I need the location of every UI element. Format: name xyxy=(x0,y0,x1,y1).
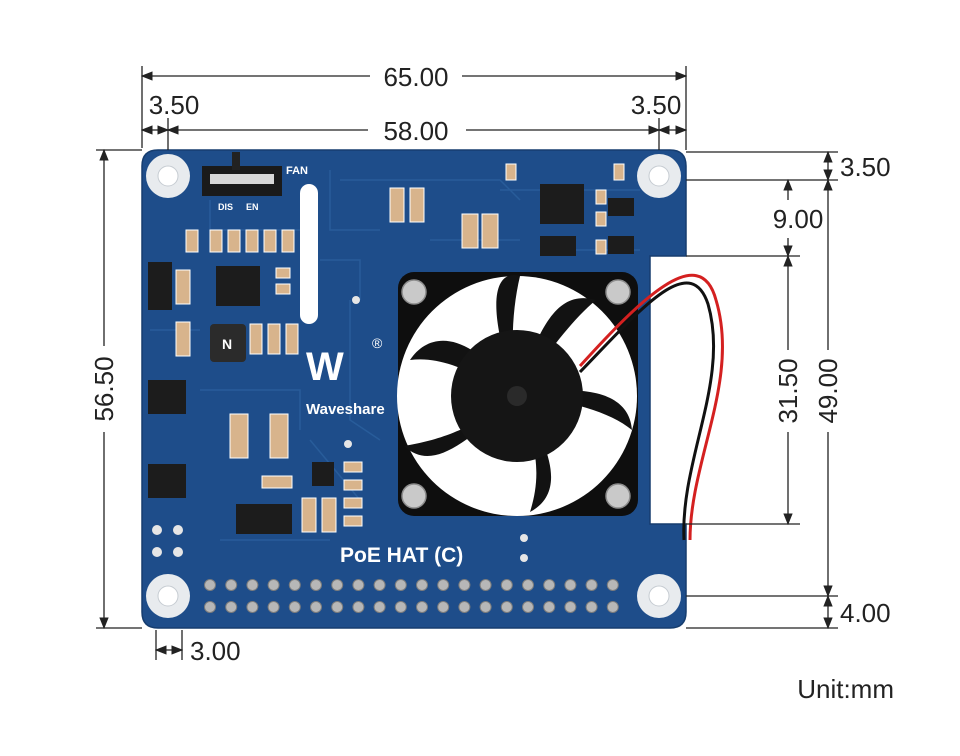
dim-bottom-hole-inset: 4.00 xyxy=(840,598,891,628)
inductor-label: N xyxy=(222,336,232,352)
dim-bottom-left-offset: 3.00 xyxy=(190,636,241,666)
board-slot xyxy=(300,184,318,324)
dim-cutout-offset: 9.00 xyxy=(773,204,824,234)
dim-hole-inset-left: 3.50 xyxy=(149,90,200,120)
registered-mark: ® xyxy=(372,335,383,351)
logo-mark: W xyxy=(306,345,344,389)
fan-switch: FAN DIS EN xyxy=(202,152,308,212)
gpio-pin xyxy=(543,601,556,613)
gpio-pin xyxy=(352,601,365,613)
gpio-pin xyxy=(522,579,534,591)
fan-wires xyxy=(578,273,724,541)
gpio-header xyxy=(204,579,619,613)
gpio-pin xyxy=(585,579,598,591)
pcb-board: FAN DIS EN N xyxy=(141,149,724,629)
gpio-pin xyxy=(204,601,216,613)
fan-screws xyxy=(401,279,631,509)
gpio-pin xyxy=(394,601,407,613)
gpio-pin xyxy=(246,601,259,613)
test-pads xyxy=(152,296,528,562)
gpio-pin xyxy=(225,601,238,613)
gpio-pin xyxy=(204,579,216,591)
gpio-pin xyxy=(585,601,598,613)
gpio-pin xyxy=(267,579,280,591)
dimension-labels: 65.00 3.50 3.50 58.00 56.50 3.50 9.00 31… xyxy=(89,62,894,704)
switch-dis-label: DIS xyxy=(218,202,233,212)
gpio-pin xyxy=(606,601,619,613)
gpio-pin xyxy=(288,601,301,613)
gpio-pin xyxy=(416,579,428,591)
fan-label: FAN xyxy=(286,165,308,177)
gpio-pin xyxy=(352,579,365,591)
ic-chips xyxy=(148,184,634,534)
gpio-pin xyxy=(437,601,450,613)
inductor: N xyxy=(210,324,246,362)
gpio-pin xyxy=(458,579,471,591)
gpio-pin xyxy=(288,579,301,591)
gpio-pin xyxy=(479,579,492,591)
gpio-pin xyxy=(225,579,238,591)
mounting-hole-bottom-right xyxy=(637,574,681,618)
dim-hole-spacing: 58.00 xyxy=(383,116,448,146)
dim-top-hole-inset: 3.50 xyxy=(840,152,891,182)
gpio-pin xyxy=(500,579,513,591)
mounting-hole-bottom-left xyxy=(146,574,190,618)
gpio-pin xyxy=(373,601,386,613)
gpio-pin xyxy=(331,601,344,613)
gpio-pin xyxy=(564,579,577,591)
dimension-lines xyxy=(96,66,838,660)
gpio-pin xyxy=(310,579,322,591)
gpio-pin xyxy=(500,601,513,613)
waveshare-logo: W ® Waveshare xyxy=(306,335,385,418)
brand-label: Waveshare xyxy=(306,401,385,418)
dim-board-height: 56.50 xyxy=(89,356,119,421)
dim-hole-inset-right: 3.50 xyxy=(631,90,682,120)
board-name-label: PoE HAT (C) xyxy=(340,544,463,567)
gpio-pin xyxy=(479,601,492,613)
mounting-hole-top-left xyxy=(146,154,190,198)
passive-components xyxy=(175,163,625,533)
gpio-pin xyxy=(267,601,280,613)
gpio-pin xyxy=(246,579,259,591)
mounting-hole-top-right xyxy=(637,154,681,198)
gpio-pin xyxy=(543,579,556,591)
gpio-pin xyxy=(437,579,450,591)
gpio-pin xyxy=(522,601,534,613)
dim-total-width: 65.00 xyxy=(383,62,448,92)
switch-en-label: EN xyxy=(246,202,259,212)
gpio-pin xyxy=(394,579,407,591)
gpio-pin xyxy=(606,579,619,591)
gpio-pin xyxy=(458,601,471,613)
gpio-pin xyxy=(310,601,322,613)
gpio-pin xyxy=(373,579,386,591)
unit-label: Unit:mm xyxy=(797,674,894,704)
gpio-pin xyxy=(331,579,344,591)
cooling-fan xyxy=(397,272,638,516)
dim-cutout-height: 31.50 xyxy=(773,358,803,423)
dim-hole-vertical-spacing: 49.00 xyxy=(813,358,843,423)
gpio-pin xyxy=(564,601,577,613)
gpio-pin xyxy=(416,601,428,613)
